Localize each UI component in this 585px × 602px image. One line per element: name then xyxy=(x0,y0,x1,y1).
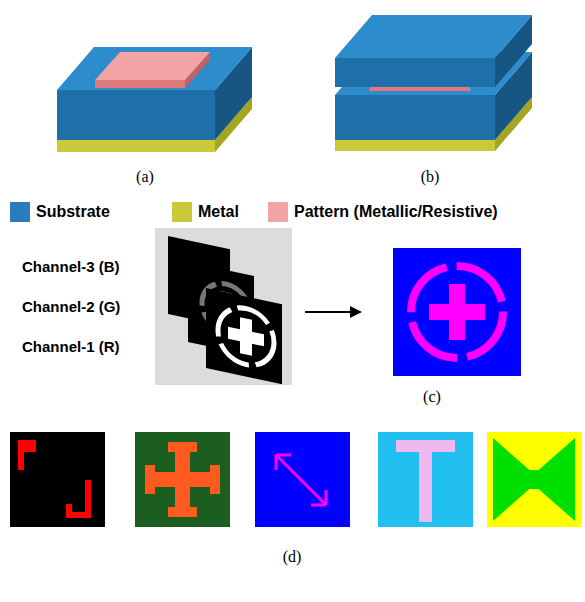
rgb-pattern xyxy=(393,248,521,376)
legend-swatch xyxy=(172,202,192,222)
unit-cell-sandwich xyxy=(335,15,532,151)
channel-panel xyxy=(155,228,292,385)
legend-text: Pattern (Metallic/Resistive) xyxy=(294,203,498,221)
legend-swatch xyxy=(10,202,30,222)
legend-text: Metal xyxy=(198,203,239,221)
figure-label: (d) xyxy=(283,548,302,566)
arrow xyxy=(305,306,362,318)
example-4 xyxy=(378,432,473,527)
example-2 xyxy=(135,432,230,527)
channel-label: Channel-1 (R) xyxy=(22,338,120,355)
legend-swatch xyxy=(268,202,288,222)
channel-label: Channel-2 (G) xyxy=(22,298,120,315)
legend-text: Substrate xyxy=(36,203,110,221)
unit-cell-single xyxy=(57,47,252,152)
example-1 xyxy=(10,432,105,527)
channel-1-sheet xyxy=(206,288,282,384)
figure-label: (a) xyxy=(136,168,154,186)
example-3 xyxy=(255,432,350,527)
figure-label: (c) xyxy=(423,388,441,406)
channel-label: Channel-3 (B) xyxy=(22,258,120,275)
figure-label: (b) xyxy=(421,168,440,186)
example-5 xyxy=(487,432,582,527)
